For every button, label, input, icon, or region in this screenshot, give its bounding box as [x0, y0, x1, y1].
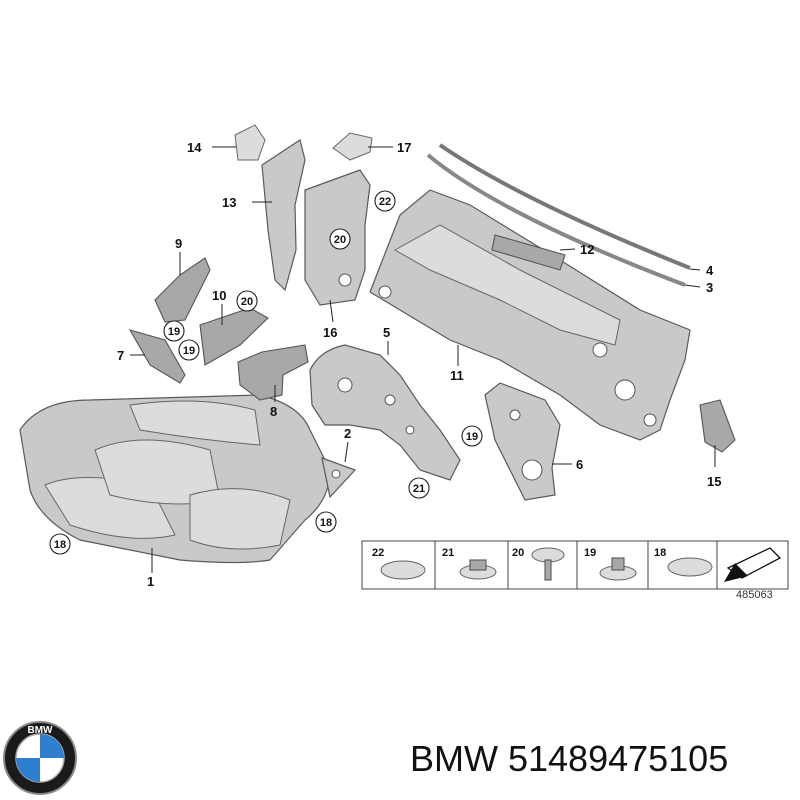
- legend-number-22: 22: [372, 547, 384, 559]
- part-17-block: [332, 132, 373, 161]
- part-6-insulator: [484, 382, 561, 501]
- svg-text:20: 20: [241, 296, 253, 308]
- diagram-reference-number: 485063: [736, 589, 773, 601]
- callout-9: 9: [175, 236, 182, 251]
- callout-5: 5: [383, 325, 390, 340]
- callout-11: 11: [450, 368, 464, 383]
- callout-8: 8: [270, 404, 277, 419]
- svg-text:18: 18: [320, 517, 332, 529]
- leader-lines: [130, 146, 716, 573]
- part-5-insulator: [309, 344, 461, 481]
- svg-text:22: 22: [379, 196, 391, 208]
- callout-13: 13: [222, 195, 236, 210]
- circled-callout-21: 21: [408, 477, 430, 499]
- callout-12: 12: [580, 242, 594, 257]
- legend-number-18: 18: [654, 547, 666, 559]
- arrow-icon: [724, 547, 782, 582]
- callout-1: 1: [147, 574, 154, 589]
- part-10-bracket: [199, 307, 269, 366]
- circled-callouts: 18 18 19 19 19 20 20 21 22: [49, 190, 483, 555]
- circled-callout-20-b: 20: [329, 228, 351, 250]
- circled-callout-20-a: 20: [236, 290, 258, 312]
- callout-numbers: 1 2 3 4 5 6 7 8 9 10 11 12 13 14 15 16 1…: [117, 140, 721, 589]
- callout-15: 15: [707, 474, 721, 489]
- circled-callout-19-c: 19: [461, 425, 483, 447]
- part-13-strip: [261, 139, 306, 292]
- part-3-strip: [426, 153, 686, 287]
- callout-16: 16: [323, 325, 337, 340]
- svg-text:19: 19: [183, 345, 195, 357]
- part-11-bulkhead: [369, 189, 691, 441]
- circled-callout-18-b: 18: [315, 511, 337, 533]
- svg-text:19: 19: [466, 431, 478, 443]
- circled-callout-22: 22: [374, 190, 396, 212]
- part-14-block: [234, 124, 266, 161]
- part-7-bracket: [128, 329, 186, 384]
- callout-2: 2: [344, 426, 351, 441]
- bmw-logo: BMW: [3, 721, 77, 795]
- brand-caption: BMW 51489475105: [410, 738, 729, 779]
- circled-callout-19-a: 19: [163, 320, 185, 342]
- circled-callout-18-a: 18: [49, 533, 71, 555]
- callout-7: 7: [117, 348, 124, 363]
- logo-lettering: BMW: [28, 725, 54, 736]
- legend-number-20: 20: [512, 547, 524, 559]
- part-12-bar: [491, 234, 566, 271]
- part-8-bracket: [237, 344, 309, 401]
- part-9-bracket: [154, 257, 211, 323]
- callout-17: 17: [397, 140, 411, 155]
- fastener-legend: 22 21 20 19 18: [361, 540, 789, 590]
- svg-text:21: 21: [413, 483, 425, 495]
- circled-callout-19-b: 19: [178, 339, 200, 361]
- callout-3: 3: [706, 280, 713, 295]
- svg-text:20: 20: [334, 234, 346, 246]
- part-4-strip: [438, 143, 691, 270]
- svg-text:18: 18: [54, 539, 66, 551]
- svg-text:19: 19: [168, 326, 180, 338]
- part-15-clip: [699, 399, 736, 453]
- callout-4: 4: [706, 263, 714, 278]
- callout-10: 10: [212, 288, 226, 303]
- part-1-underbody-shield: [19, 394, 331, 564]
- legend-number-21: 21: [442, 547, 454, 559]
- callout-14: 14: [187, 140, 202, 155]
- legend-number-19: 19: [584, 547, 596, 559]
- callout-6: 6: [576, 457, 583, 472]
